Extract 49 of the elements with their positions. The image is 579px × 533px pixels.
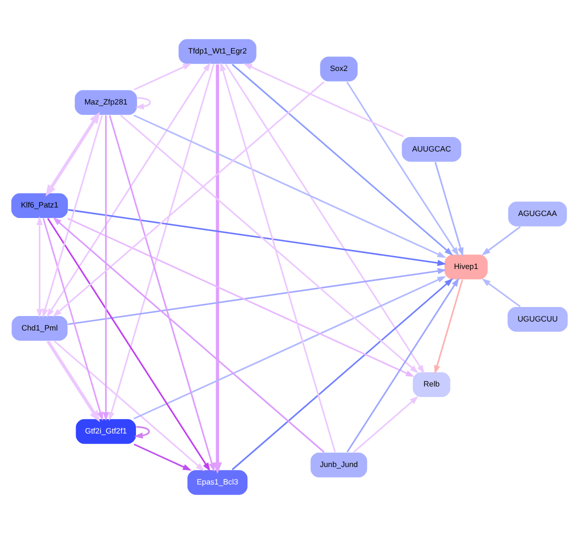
arrow: [108, 114, 215, 472]
arrow: [212, 64, 222, 474]
arrow: [243, 62, 404, 137]
arrow: [220, 62, 336, 452]
arrow: [134, 62, 192, 90]
node-box: Hivep1: [444, 253, 488, 280]
arrow: [102, 114, 109, 421]
arrow: [434, 161, 464, 256]
node-box: Junb_Jund: [310, 451, 368, 478]
node-box: Gtf2i_Gtf2f1: [75, 418, 137, 444]
arrow: [134, 276, 446, 419]
arrow: [134, 426, 150, 438]
node-box: Epas1_Bcl3: [186, 468, 248, 496]
node-box: Tfdp1_Wt1_Egr2: [178, 38, 258, 64]
arrow: [232, 278, 454, 470]
arrow: [52, 80, 325, 316]
node-box: Chd1_Pml: [10, 314, 68, 341]
node-box: UGUGCUU: [506, 306, 568, 332]
node-box: AUUGCAC: [401, 136, 462, 162]
arrow: [434, 279, 464, 374]
node-box: Klf6_Patz1: [10, 192, 69, 218]
node-box: Sox2: [319, 55, 358, 82]
node-box: AGUGCAA: [507, 200, 568, 227]
arrow: [225, 63, 425, 374]
arrow: [42, 218, 104, 420]
arrow: [54, 340, 205, 471]
arrow: [482, 278, 521, 307]
arrow: [46, 340, 100, 422]
arrow: [108, 64, 214, 420]
arrow: [353, 396, 418, 452]
node-box: Relb: [412, 371, 451, 398]
arrow: [134, 443, 192, 470]
arrow: [42, 114, 103, 318]
arrow: [36, 216, 43, 318]
arrow: [232, 63, 454, 256]
arrow: [46, 62, 211, 317]
arrow: [52, 216, 325, 452]
arrow: [68, 268, 446, 325]
arrow: [46, 111, 100, 196]
arrow: [346, 81, 459, 256]
arrow: [346, 277, 460, 452]
arrow: [134, 114, 446, 258]
arrow: [47, 218, 210, 471]
arrow: [67, 217, 414, 376]
arrow: [68, 208, 446, 266]
node-box: Maz_Zfp281: [74, 88, 138, 116]
arrow: [120, 114, 419, 373]
arrow: [482, 226, 521, 255]
arrow: [135, 96, 151, 110]
